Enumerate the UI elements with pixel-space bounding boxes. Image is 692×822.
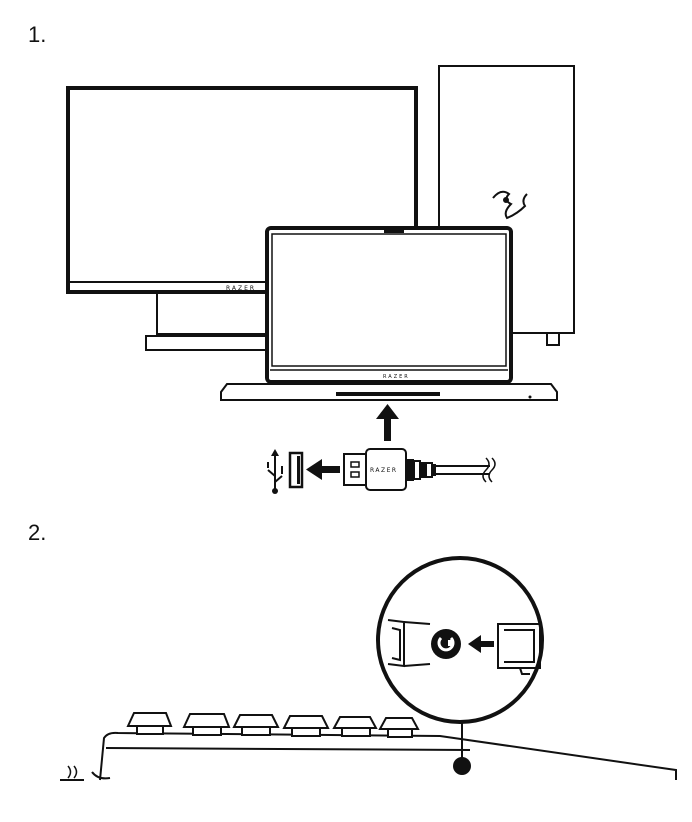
keycaps — [126, 712, 420, 738]
razer-logo-icon — [492, 190, 528, 220]
step-number-1: 1. — [28, 22, 47, 47]
monitor: RAZER — [66, 86, 418, 351]
usb-port — [288, 451, 304, 489]
usb-cable: RAZER — [343, 448, 496, 491]
cable-brand-label: RAZER — [370, 467, 398, 474]
port-callout — [376, 556, 544, 775]
arrow-left-icon — [468, 635, 494, 653]
laptop-brand-label: RAZER — [383, 374, 410, 380]
monitor-brand-label: RAZER — [226, 285, 256, 292]
arrow-up-icon — [376, 404, 399, 441]
arrow-left-icon — [306, 459, 340, 480]
step-number-2: 2. — [28, 520, 47, 545]
keyboard-side-view — [60, 731, 677, 781]
usb-icon — [267, 449, 283, 494]
zoomed-port-detail — [387, 619, 541, 675]
laptop: RAZER — [220, 226, 558, 401]
